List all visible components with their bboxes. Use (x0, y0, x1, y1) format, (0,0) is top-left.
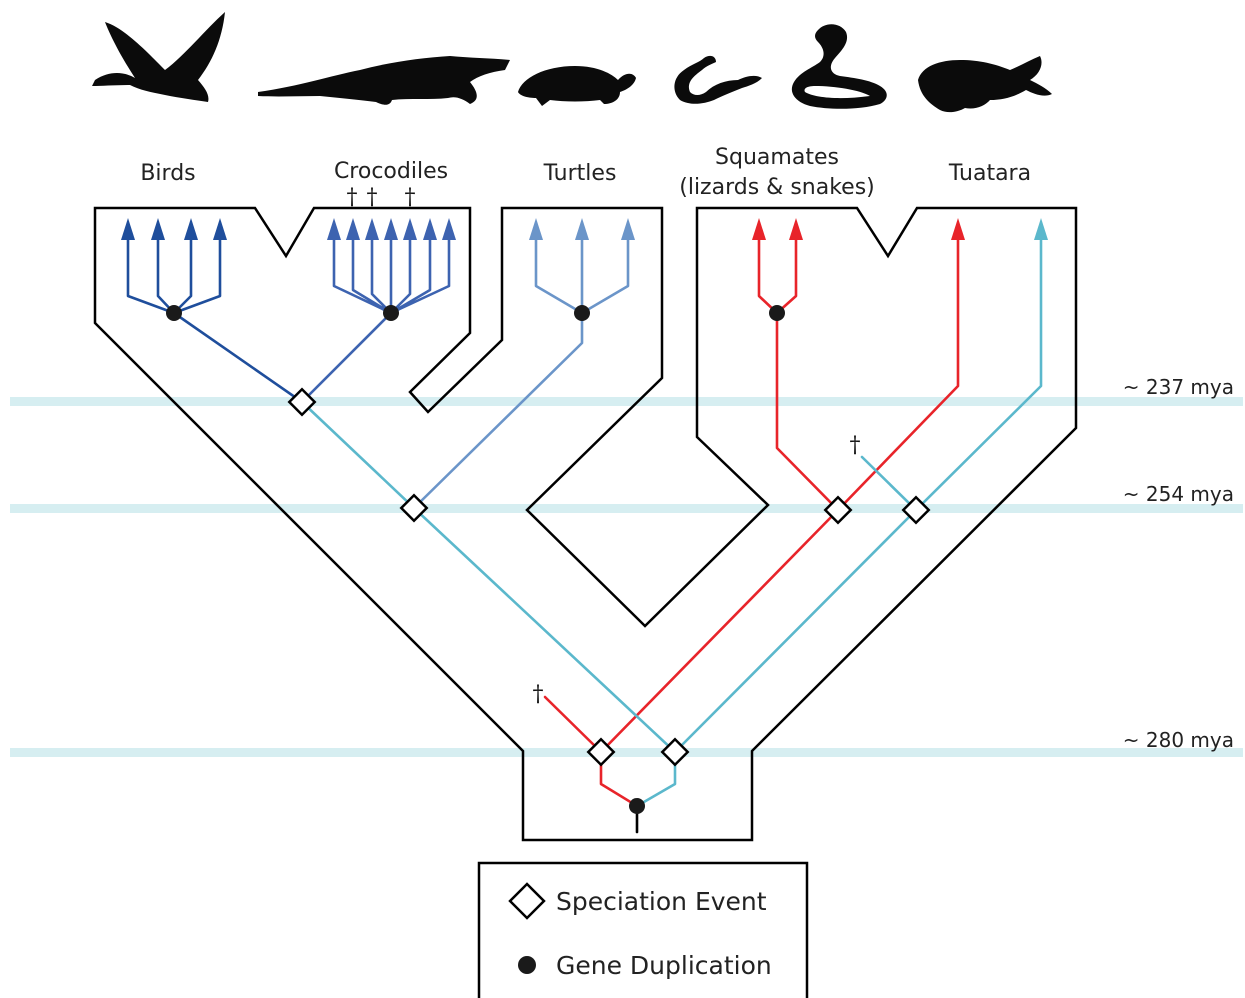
arrowhead (1034, 218, 1048, 240)
speciation-nodes (287, 387, 931, 767)
arrowhead (151, 218, 165, 240)
lizard-icon (674, 55, 762, 104)
speciation-diamond (901, 495, 931, 525)
duplication-dot (574, 305, 590, 321)
arrowhead (621, 218, 635, 240)
extinction-dagger: † (347, 185, 358, 210)
speciation-diamond (399, 493, 429, 523)
extinction-dagger: † (850, 433, 861, 458)
red-squamate-branch (775, 311, 840, 512)
arrowhead (213, 218, 227, 240)
arrowhead (752, 218, 766, 240)
extinction-markers: † † † † † (347, 185, 861, 707)
duplication-dot (629, 798, 645, 814)
species-tree-outline (93, 206, 1078, 842)
red-tuatara-branch (836, 230, 960, 512)
croc-branch (300, 311, 393, 404)
clade-label-tuatara: Tuatara (948, 161, 1031, 186)
legend-speciation-icon (508, 882, 546, 920)
clade-label-crocodiles: Crocodiles (334, 159, 448, 184)
time-band-280 (10, 748, 1243, 757)
time-label-237: ~ 237 mya (1123, 375, 1234, 399)
legend-duplication-icon (518, 956, 536, 974)
speciation-diamond (287, 387, 317, 417)
turtle-branch (412, 311, 584, 510)
bird-dup (126, 230, 222, 315)
arrowhead (346, 218, 360, 240)
species-tree (93, 206, 1078, 842)
speciation-diamond (823, 495, 853, 525)
turtle-icon (518, 66, 636, 106)
time-bands (10, 397, 1243, 757)
duplication-dot (769, 305, 785, 321)
legend-duplication-label: Gene Duplication (556, 951, 772, 980)
arrowhead (951, 218, 965, 240)
speciation-diamond (660, 737, 690, 767)
snake-icon (791, 24, 887, 109)
cyan-archelosaur-branch (300, 400, 677, 754)
duplication-dot (166, 305, 182, 321)
arrowhead (365, 218, 379, 240)
time-band-254 (10, 504, 1243, 513)
arrowhead (184, 218, 198, 240)
extinction-dagger: † (367, 185, 378, 210)
extinction-dagger: † (405, 185, 416, 210)
bird-icon (92, 12, 225, 102)
extinction-dagger: † (533, 682, 544, 707)
arrowhead (403, 218, 417, 240)
clade-label-birds: Birds (140, 161, 195, 186)
cyan-lepidosaur-branch (673, 230, 1043, 754)
arrowhead (121, 218, 135, 240)
arrowhead (327, 218, 341, 240)
time-label-254: ~ 254 mya (1123, 482, 1234, 506)
time-band-237 (10, 397, 1243, 406)
gene-lineages (126, 230, 1043, 834)
time-label-280: ~ 280 mya (1123, 728, 1234, 752)
bird-branch (172, 311, 304, 404)
red-extinct-branch (543, 695, 603, 754)
speciation-diamond (586, 737, 616, 767)
time-labels: ~ 237 mya ~ 254 mya ~ 280 mya (1123, 375, 1234, 752)
arrowhead (442, 218, 456, 240)
turtle-dup (534, 230, 630, 315)
arrowhead (529, 218, 543, 240)
legend: Speciation Event Gene Duplication (477, 861, 809, 998)
crocodile-icon (258, 56, 510, 105)
clade-labels: Birds Crocodiles Turtles Squamates (liza… (140, 145, 1031, 200)
arrowhead (575, 218, 589, 240)
legend-speciation-label: Speciation Event (556, 887, 767, 916)
clade-label-squamates: Squamates (715, 145, 839, 170)
arrowhead (789, 218, 803, 240)
cyan-squamate-extinct (860, 455, 918, 512)
clade-label-turtles: Turtles (543, 161, 617, 186)
clade-label-squamates-sub: (lizards & snakes) (679, 175, 875, 200)
duplication-dot (383, 305, 399, 321)
legend-box (477, 861, 809, 998)
red-squamate-dup (757, 230, 798, 315)
red-main-branch (599, 508, 840, 754)
arrowhead (384, 218, 398, 240)
duplication-nodes (166, 305, 785, 814)
tuatara-icon (918, 56, 1052, 113)
lineage-arrowheads (121, 218, 1048, 240)
animal-silhouettes (92, 12, 1052, 113)
arrowhead (423, 218, 437, 240)
croc-dup (332, 230, 451, 315)
